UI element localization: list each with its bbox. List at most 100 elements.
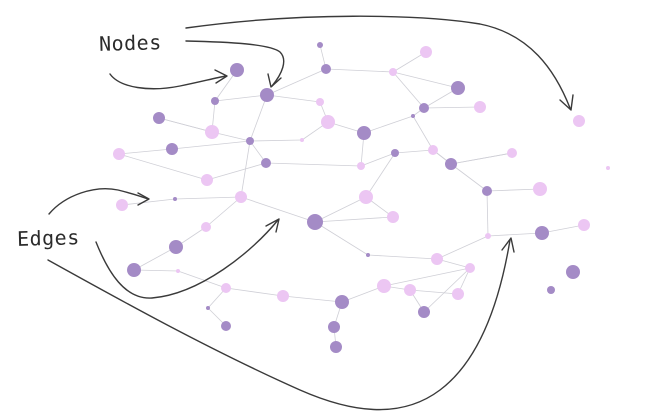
graph-node-dark [418,306,430,318]
graph-node-dark [451,81,465,95]
graph-edge [383,267,471,287]
nodes-arrow-long [185,15,571,109]
edges-arrow-middle [95,219,279,299]
graph-edge [486,190,489,237]
graph-node-dark [153,112,165,124]
graph-edge [266,68,327,96]
graph-node-light [485,233,491,239]
graph-node-dark [335,295,349,309]
nodes-annotation-label: Nodes [98,30,163,56]
graph-node-light [404,284,416,296]
graph-node-dark [317,42,323,48]
graph-edge [206,162,267,181]
graph-node-light [507,148,517,158]
graph-node-light [420,46,432,58]
graph-edge [118,153,208,181]
graph-edge [360,152,396,167]
graph-node-dark [260,88,274,102]
graph-edge [121,198,176,206]
graph-edge [394,149,434,154]
graph-edge [314,216,394,223]
graph-node-light [431,253,443,265]
graph-node-dark [261,158,271,168]
graph-node-light [465,263,475,273]
nodes-arrow-mid [185,40,285,87]
graph-node-dark [230,63,244,77]
graph-edge [412,115,434,151]
graph-node-dark [535,226,549,240]
graph-node-light [606,166,610,170]
graph-node-light [176,269,180,273]
graph-edge [436,235,489,260]
graph-node-light [387,211,399,223]
graph-edge [249,139,303,142]
graph-edge [282,295,343,303]
graph-edge [409,289,459,295]
graph-edge [133,269,179,272]
graph-node-dark [173,197,177,201]
graph-node-light [205,125,219,139]
graph-edge [240,140,251,198]
graph-node-dark [166,143,178,155]
graph-edge [392,71,425,109]
graph-edge [314,196,367,223]
edges-arrow-upper-head [137,192,150,206]
graph-node-dark [566,265,580,279]
edges-arrow-upper [48,188,149,215]
graph-node-light [533,182,547,196]
graph-edge [486,188,541,192]
graph-edge [171,140,251,150]
graph-node-light [221,283,231,293]
nodes-arrow-short [109,73,227,90]
graph-node-light [235,191,247,203]
graph-node-light [474,101,486,113]
graph-node-light [201,222,211,232]
graph-node-light [316,98,324,106]
graph-edge [118,148,173,155]
graph-node-dark [482,186,492,196]
graph-node-dark [357,126,371,140]
graph-edge [266,94,321,103]
graph-edge [363,115,414,134]
graph-edge [240,196,316,223]
edges-arrow-lower [47,239,511,411]
graph-edge [214,94,268,102]
graph-edge [423,106,481,109]
edges-annotation-label: Edges [16,225,81,251]
edges-arrow-middle-head [265,218,280,233]
graph-node-dark [307,214,323,230]
graph-edge [158,117,213,133]
annotation-arrows [47,15,574,411]
graph-edge [450,152,513,165]
graph-node-light [300,138,304,142]
graph-edge [174,196,242,200]
graph-edge [177,270,227,289]
nodes-arrow-mid-head [267,73,282,88]
graph-node-dark [328,321,340,333]
graph-edge [314,221,369,256]
graph-edge [205,196,242,228]
graph-node-light [321,115,335,129]
graph-node-light [201,174,213,186]
graph-node-light [573,115,585,127]
edges-arrow-lower-head [501,237,515,253]
graph-node-dark [419,103,429,113]
graph-edge [487,232,543,237]
graph-node-dark [211,97,219,105]
graph-edge [265,162,362,167]
graph-node-light [377,279,391,293]
nodes-arrow-long-head [559,94,574,111]
graph-node-light [578,219,590,231]
graph-node-dark [221,321,231,331]
graph-edge [423,267,471,313]
graph-node-light [428,145,438,155]
graph-node-dark [445,158,457,170]
graph-edge [367,254,438,260]
graph-edge [249,94,268,142]
graph-edge [392,71,459,89]
graph-node-dark [391,149,399,157]
nodes-layer [113,42,610,353]
graph-edge [341,285,385,303]
graph-edge [392,51,427,73]
